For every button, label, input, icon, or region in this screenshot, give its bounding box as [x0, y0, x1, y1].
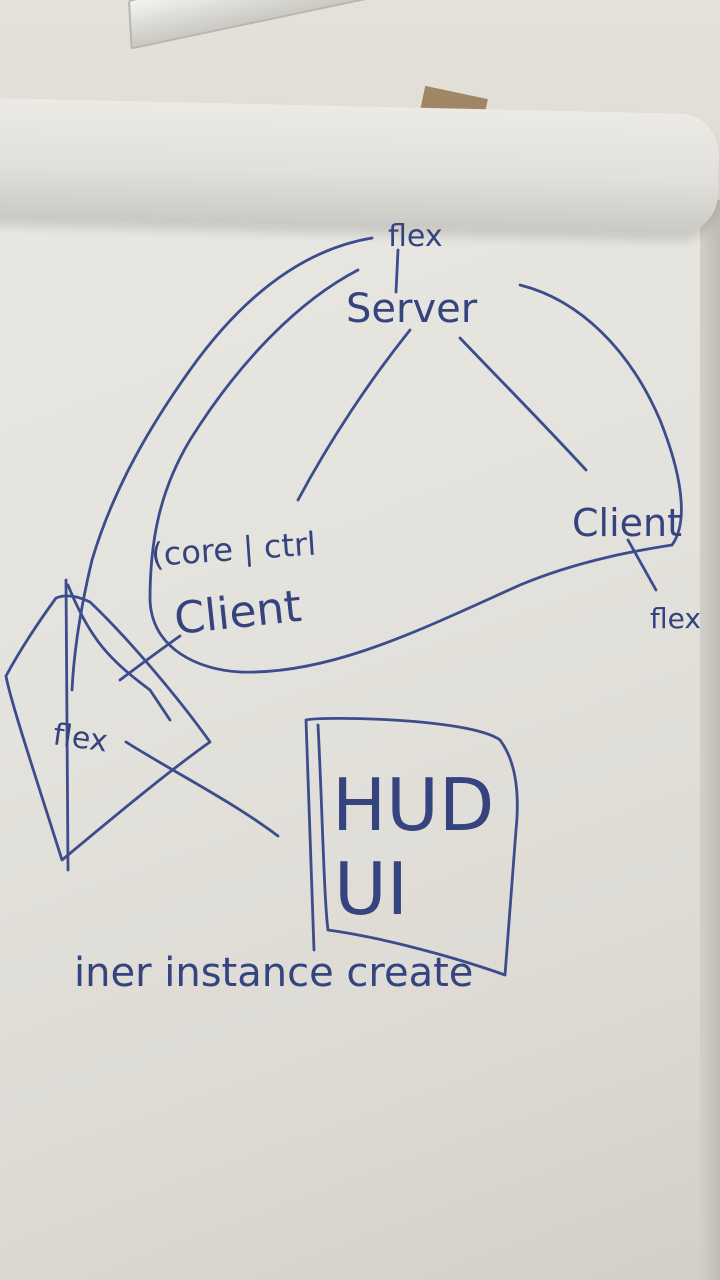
server-cluster-outline: [148, 268, 683, 674]
label-client-right: Client: [572, 501, 682, 545]
label-caption: iner instance create: [74, 950, 473, 996]
server-client-link: [458, 336, 588, 472]
flipchart-sheet: [0, 190, 718, 1280]
label-client-left: Client: [172, 581, 304, 645]
flipchart-edge: [700, 200, 720, 1280]
label-ui: UI: [334, 847, 408, 931]
label-flex-left: flex: [51, 717, 110, 759]
flex-box-line-3: [64, 578, 70, 872]
label-server: Server: [346, 286, 478, 332]
client-flexbox-link: [118, 634, 182, 682]
flex-box-line-1: [66, 583, 172, 722]
server-core-link: [296, 328, 412, 502]
client-flex-link: [626, 538, 658, 592]
hud-ui-box: [304, 716, 519, 977]
outer-arc: [70, 236, 374, 692]
label-flex-right: flex: [650, 602, 701, 635]
flex-server-connector: [394, 248, 400, 294]
flex-box-line-2: [124, 740, 280, 838]
label-hud: HUD: [332, 763, 494, 847]
flex-box: [4, 594, 212, 862]
label-core-ctrl: (core | ctrl: [150, 525, 317, 574]
label-flex-top: flex: [388, 219, 443, 254]
